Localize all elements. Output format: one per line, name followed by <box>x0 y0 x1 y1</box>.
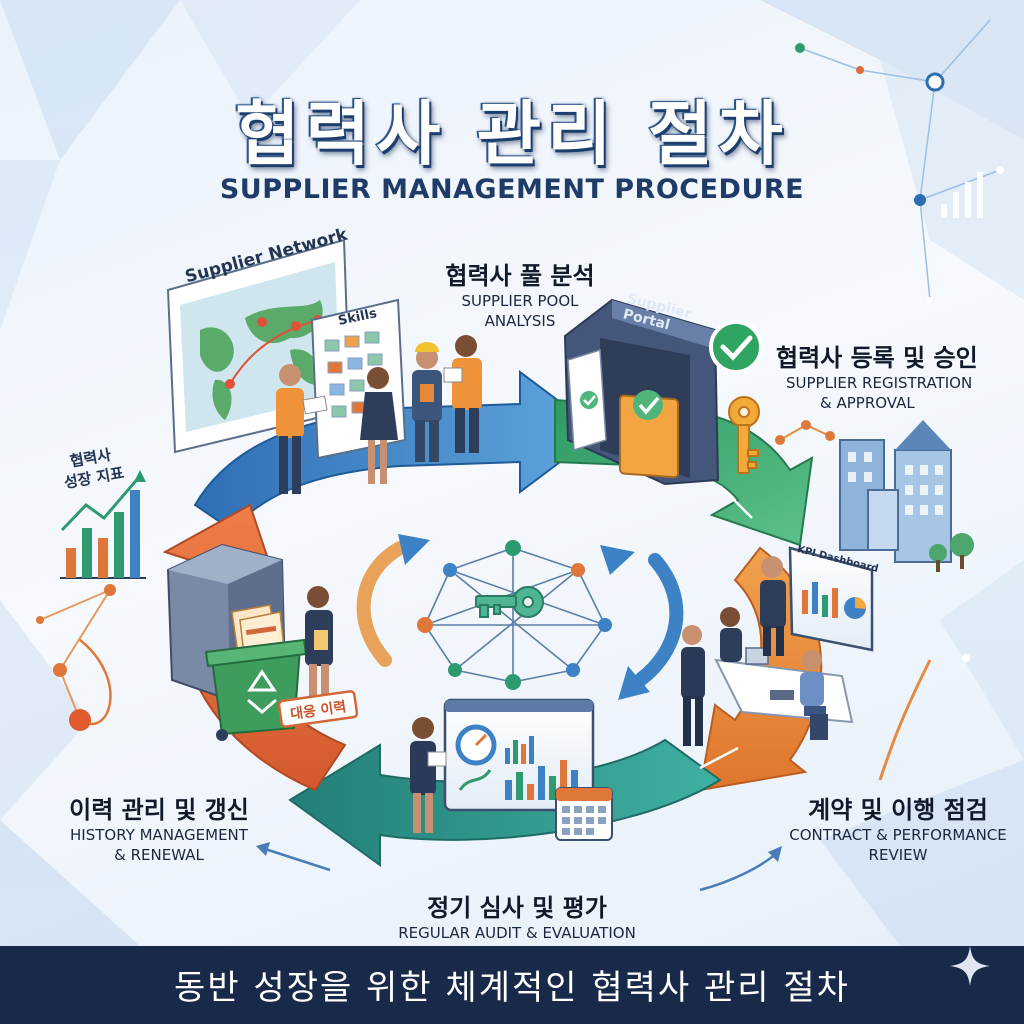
step-5-en-line2: & RENEWAL <box>114 846 204 864</box>
kpi-dashboard-screen <box>788 546 874 652</box>
step-2-en-line2: & APPROVAL <box>820 394 915 412</box>
step-2-en-line1: SUPPLIER REGISTRATION <box>786 374 973 392</box>
golden-key-icon <box>728 396 760 474</box>
step-3-en-line2: REVIEW <box>868 846 928 864</box>
footer-bar: 동반 성장을 위한 체계적인 협력사 관리 절차 <box>0 946 1024 1024</box>
analytics-dashboard <box>443 698 595 812</box>
step-3-en-line1: CONTRACT & PERFORMANCE <box>789 826 1007 844</box>
bar-chart-icon-top-right <box>941 172 983 218</box>
step-4-title: 정기 심사 및 평가 <box>427 894 607 922</box>
central-network-nodes <box>417 540 612 690</box>
key-icon <box>475 586 544 618</box>
background-facets <box>0 0 1024 946</box>
supplier-portal-door <box>563 298 720 486</box>
step-2-label: 협력사 등록 및 승인 SUPPLIER REGISTRATION & APPR… <box>760 338 1020 413</box>
recycle-bin-icon <box>204 638 308 741</box>
meeting-table-people <box>681 556 854 746</box>
sparkle-icon <box>950 946 990 986</box>
office-buildings <box>839 420 974 572</box>
page-subtitle: SUPPLIER MANAGEMENT PROCEDURE <box>219 174 805 205</box>
network-decoration-right <box>775 420 970 781</box>
approval-check-badge <box>709 320 763 374</box>
step-4-en-line1: REGULAR AUDIT & EVALUATION <box>398 924 636 942</box>
central-network <box>424 547 606 683</box>
network-decoration-left <box>36 584 116 731</box>
connector-arrows <box>256 485 782 892</box>
page-title: 협력사 관리 절차 <box>235 93 789 175</box>
step-1-en-line2: ANALYSIS <box>484 312 556 330</box>
archive-tag-box <box>277 690 359 728</box>
step-5-label: 이력 관리 및 갱신 HISTORY MANAGEMENT & RENEWAL <box>24 790 294 865</box>
step-1-title: 협력사 풀 분석 <box>445 262 595 290</box>
step-5-title: 이력 관리 및 갱신 <box>69 796 249 824</box>
calendar-icon <box>555 787 613 841</box>
inner-cycle-arrows <box>356 534 684 700</box>
step-2-title: 협력사 등록 및 승인 <box>776 344 978 372</box>
growth-chart-icon <box>60 470 146 579</box>
footer-text: 동반 성장을 위한 체계적인 협력사 관리 절차 <box>174 968 850 1008</box>
network-nodes-top-right <box>795 43 1004 303</box>
people-group-step1 <box>276 335 482 494</box>
step-1-en-line1: SUPPLIER POOL <box>461 292 579 310</box>
step-1-label: 협력사 풀 분석 SUPPLIER POOL ANALYSIS <box>410 256 630 331</box>
step-4-label: 정기 심사 및 평가 REGULAR AUDIT & EVALUATION <box>382 888 652 943</box>
step-3-label: 계약 및 이행 점검 CONTRACT & PERFORMANCE REVIEW <box>778 790 1018 865</box>
step-3-title: 계약 및 이행 점검 <box>808 796 988 824</box>
network-decoration-top-right <box>799 19 1001 301</box>
step-5-en-line1: HISTORY MANAGEMENT <box>70 826 248 844</box>
auditor-woman <box>410 717 447 833</box>
archivist-woman <box>305 586 333 706</box>
